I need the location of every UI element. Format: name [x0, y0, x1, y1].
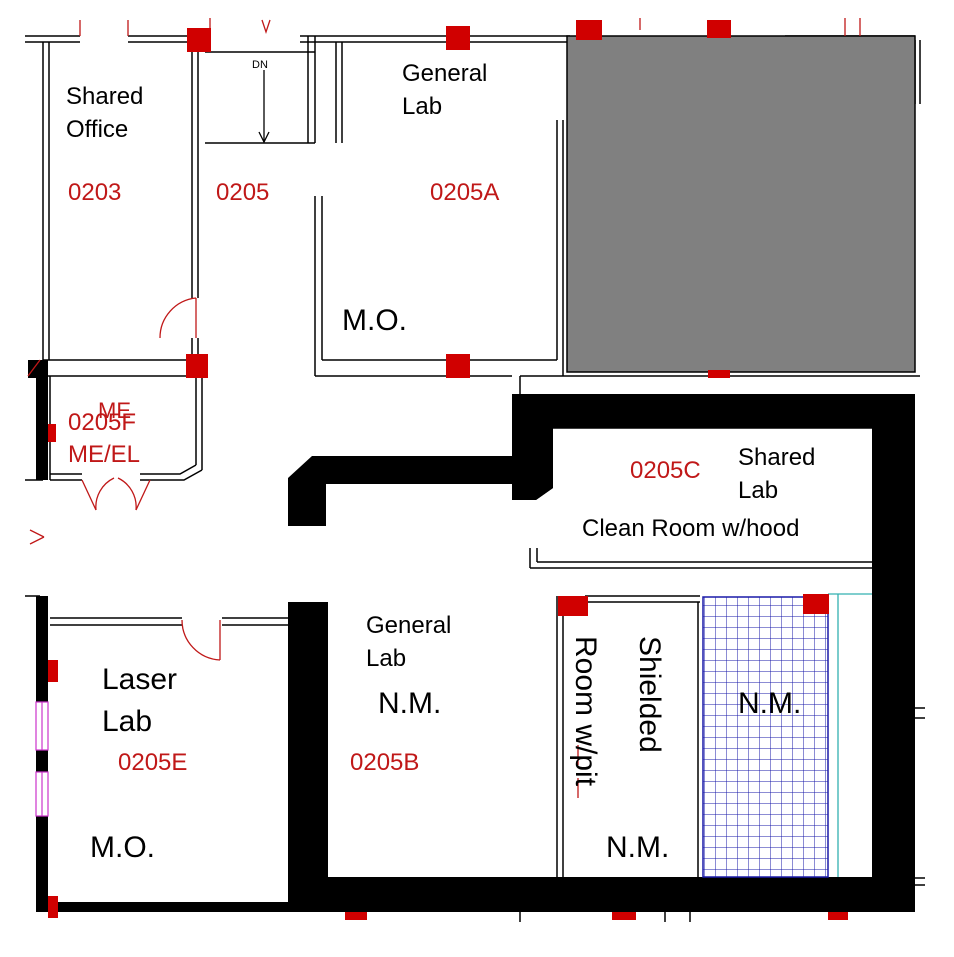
column-marker-icon: [708, 370, 730, 378]
room-use-label: N.M.: [606, 831, 669, 864]
column-markers: [48, 20, 848, 920]
column-marker-icon: [707, 20, 731, 38]
thin-walls: [25, 35, 925, 922]
column-marker-icon: [48, 896, 58, 918]
room-name-line1: General: [402, 60, 487, 87]
room-name-line2: Lab: [738, 477, 778, 504]
shaded-block: [566, 35, 916, 373]
room-name-line1: General: [366, 612, 451, 639]
room-number: 0205: [216, 179, 269, 206]
stair-arrow-icon: [258, 70, 270, 144]
room-label-me: ME: [98, 398, 131, 423]
thick-wall-east: [512, 394, 915, 912]
thick-wall-center: [288, 602, 328, 912]
room-label-meel: ME/EL: [68, 441, 140, 468]
door-swings: [27, 18, 861, 798]
cyan-lines: [828, 593, 872, 877]
room-name-line1: Shielded: [633, 636, 666, 753]
column-marker-icon: [558, 596, 588, 616]
thick-walls: [28, 360, 915, 912]
column-marker-icon: [446, 354, 470, 378]
column-marker-icon: [48, 424, 56, 442]
room-name-line2: Lab: [102, 705, 152, 738]
room-use-label: N.M.: [738, 687, 801, 720]
room-use-label: M.O.: [90, 831, 155, 864]
room-name-line1: Shared: [66, 83, 143, 110]
window-west: [35, 701, 49, 817]
column-marker-icon: [186, 354, 208, 378]
thick-wall-west-3: [36, 596, 48, 702]
thick-wall-protrusion: [288, 456, 553, 526]
room-name-line2: Lab: [366, 645, 406, 672]
column-marker-icon: [446, 26, 470, 50]
stair-label: DN: [252, 59, 268, 71]
room-number: 0205A: [430, 179, 499, 206]
door-swing-icon: [81, 477, 151, 511]
column-marker-icon: [612, 912, 636, 920]
room-name-line3: Clean Room w/hood: [582, 515, 799, 542]
column-marker-icon: [576, 20, 602, 40]
thick-wall-west-1: [28, 360, 48, 378]
tiled-area-grid: [702, 596, 829, 878]
room-number: 0205F: [68, 409, 136, 436]
door-swing-icon: [181, 619, 221, 661]
room-name-line1: Shared: [738, 444, 815, 471]
column-marker-icon: [48, 660, 58, 682]
column-marker-icon: [803, 594, 829, 614]
room-name-line1: Laser: [102, 663, 177, 696]
room-name-line2: Lab: [402, 93, 442, 120]
room-number: 0203: [68, 179, 121, 206]
thick-wall-west-4: [36, 750, 48, 772]
room-use-label: N.M.: [378, 687, 441, 720]
thick-wall-west-5: [36, 816, 48, 912]
thick-wall-west-2: [36, 376, 48, 480]
thick-wall-south: [288, 877, 915, 912]
column-marker-icon: [828, 912, 848, 920]
room-number: 0205B: [350, 749, 419, 776]
column-marker-icon: [345, 912, 367, 920]
door-swing-icon: [159, 297, 197, 339]
room-use-label: M.O.: [342, 304, 407, 337]
room-name-line2: Office: [66, 116, 128, 143]
column-marker-icon: [187, 28, 211, 52]
room-number: 0205E: [118, 749, 187, 776]
room-number: 0205C: [630, 457, 701, 484]
thick-wall-laser-bottom: [36, 902, 288, 912]
room-name-line2: Room w/pit: [569, 636, 602, 787]
